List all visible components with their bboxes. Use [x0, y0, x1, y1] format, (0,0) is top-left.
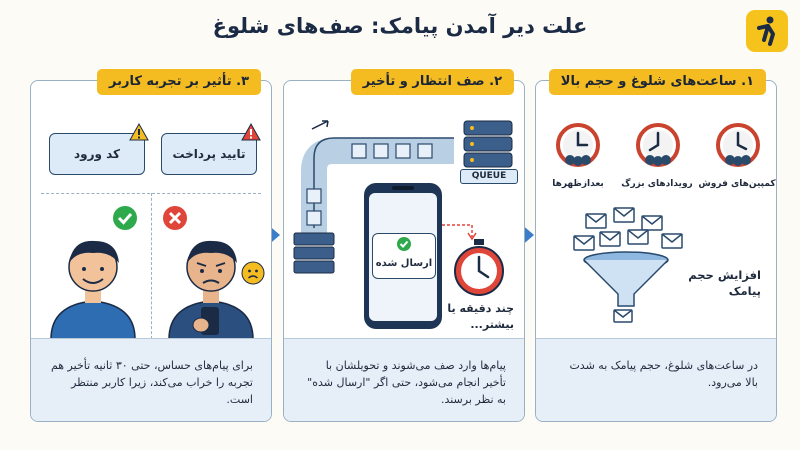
clock-icon [716, 123, 760, 167]
panel-queue-delay: ۲. صف انتظار و تأخیر QUEUE ارسال شده [283, 69, 525, 422]
panel-user-experience: ۳. تأثیر بر تجربه کاربر تایید پرداخت کد … [30, 69, 272, 422]
check-icon [397, 237, 411, 251]
scene-divider-vertical [151, 193, 152, 339]
clock-icon [636, 123, 680, 167]
sad-emoji-icon [241, 261, 265, 285]
panel-footer-text: برای پیام‌های حساس، حتی ۳۰ ثانیه تأخیر ه… [50, 359, 253, 406]
warning-icon [241, 122, 261, 141]
envelope-icon [573, 207, 683, 251]
panel-footer: در ساعت‌های شلوغ، حجم پیامک به شدت بالا … [536, 338, 776, 421]
phone-message-label: ارسال شده [375, 258, 433, 269]
dashed-arrow-icon [442, 224, 477, 241]
funnel-label: افزایش حجم پیامک [688, 268, 761, 298]
bubble-payment-confirm: تایید پرداخت [161, 133, 257, 175]
panel-heading: ۱. ساعت‌های شلوغ و حجم بالا [548, 69, 766, 95]
panel-footer: پیام‌ها وارد صف می‌شوند و تحویلشان با تأ… [284, 338, 524, 421]
user-happy-icon [50, 240, 136, 340]
panel-peak-hours: ۱. ساعت‌های شلوغ و حجم بالا کمپین‌های فر… [535, 69, 777, 422]
warning-icon [129, 122, 149, 141]
panel-footer-text: در ساعت‌های شلوغ، حجم پیامک به شدت بالا … [569, 359, 758, 389]
funnel-icon [573, 207, 683, 323]
page-title: علت دیر آمدن پیامک: صف‌های شلوغ [212, 14, 588, 38]
server-icon [463, 120, 513, 168]
cross-icon [163, 206, 187, 230]
server-icon [293, 232, 335, 274]
panel-heading: ۲. صف انتظار و تأخیر [350, 69, 514, 95]
clock-caption: بعدازظهرها [552, 179, 604, 189]
panel-footer-text: پیام‌ها وارد صف می‌شوند و تحویلشان با تأ… [307, 359, 506, 406]
check-icon [113, 206, 137, 230]
clock-caption: کمپین‌های فروش [698, 179, 776, 189]
clock-icon [556, 123, 600, 167]
panel-heading: ۳. تأثیر بر تجربه کاربر [97, 69, 261, 95]
queue-label: QUEUE [460, 169, 518, 184]
user-worried-icon [168, 240, 254, 340]
pipe-icon [301, 120, 454, 241]
stopwatch-icon [454, 239, 504, 296]
bubble-login-code: کد ورود [49, 133, 145, 175]
logo-icon [746, 10, 788, 52]
delay-label: چند دقیقه یا بیشتر... [447, 302, 514, 331]
panel-footer: برای پیام‌های حساس، حتی ۳۰ ثانیه تأخیر ه… [31, 338, 271, 421]
phone-message-bubble: ارسال شده [372, 233, 436, 279]
clock-caption: رویدادهای بزرگ [621, 179, 693, 189]
